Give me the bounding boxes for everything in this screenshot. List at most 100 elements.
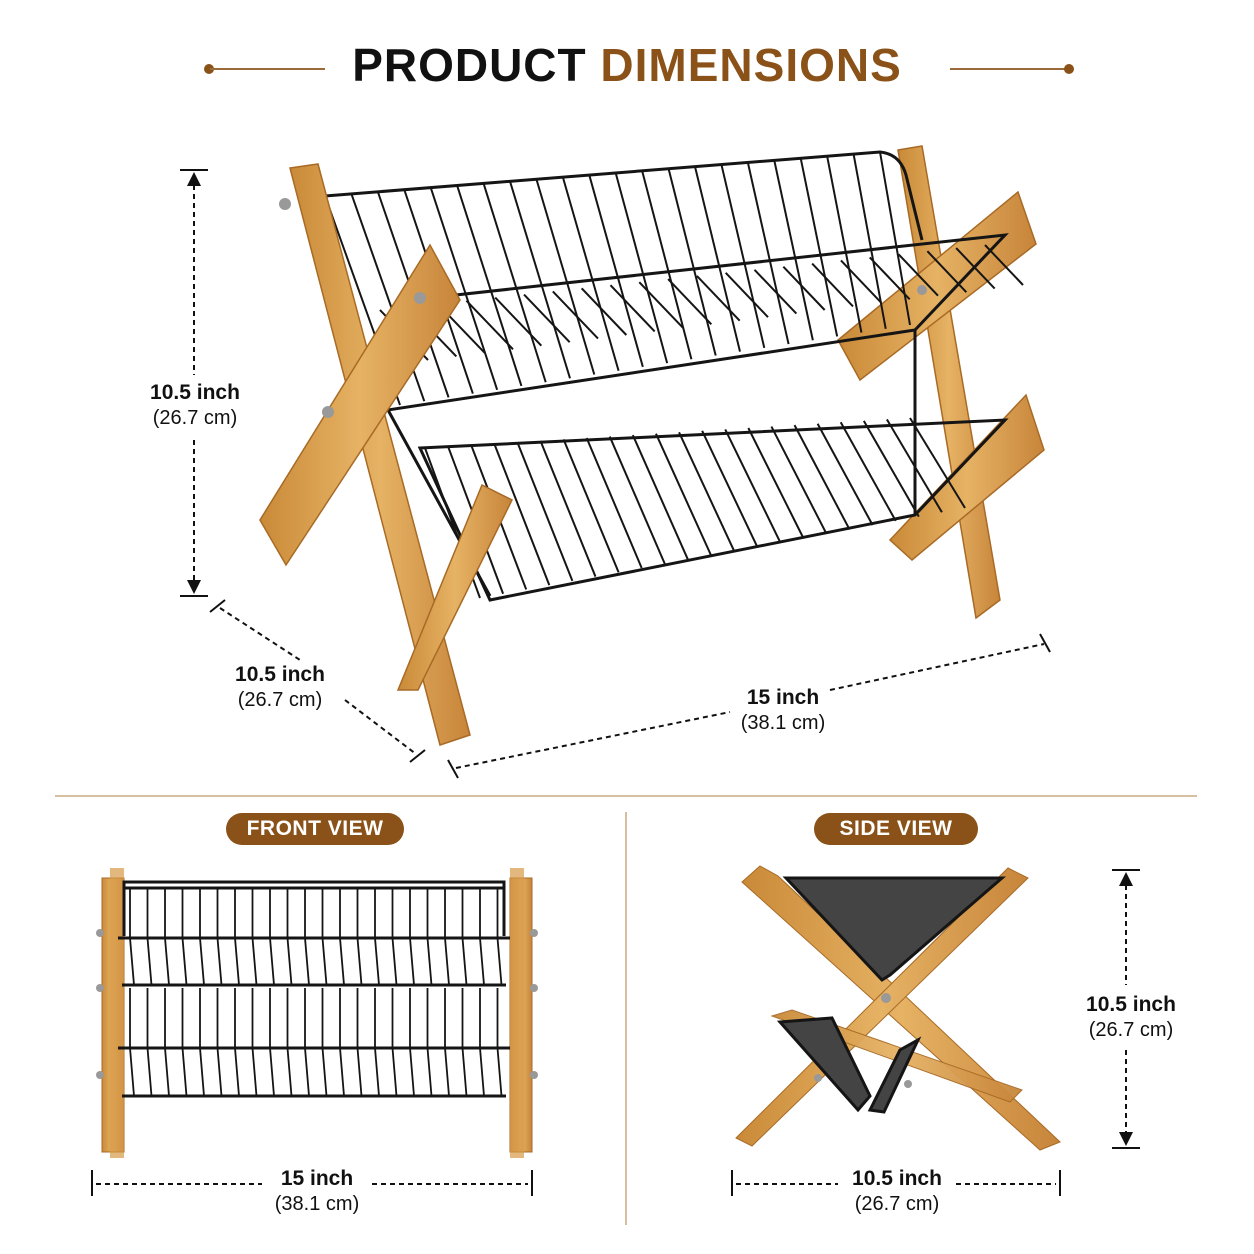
side-width-arrow — [731, 1170, 1061, 1196]
side-height-arrow — [1112, 869, 1140, 1149]
wire — [826, 155, 863, 333]
wire — [701, 430, 759, 548]
side-width-label: 10.5 inch (26.7 cm) — [832, 1166, 962, 1217]
wire — [199, 1047, 205, 1097]
main-height-cm: (26.7 cm) — [152, 407, 238, 430]
side-width-cm: (26.7 cm) — [854, 1193, 940, 1216]
title-right-dot — [1064, 64, 1074, 74]
wire — [523, 293, 571, 343]
wire — [696, 275, 741, 322]
wire — [585, 437, 643, 569]
wire — [720, 164, 766, 349]
wire — [496, 937, 503, 986]
wire — [552, 290, 599, 340]
wire — [181, 1047, 188, 1097]
wire — [339, 1047, 345, 1097]
wire — [269, 937, 275, 986]
main-depth-cm: (26.7 cm) — [237, 689, 323, 712]
wire — [655, 433, 712, 556]
wire — [955, 247, 996, 290]
side-height-cm: (26.7 cm) — [1088, 1019, 1174, 1042]
wire — [869, 256, 911, 300]
wire — [444, 1047, 450, 1097]
wire — [496, 1047, 503, 1097]
wire — [516, 441, 574, 582]
wire — [479, 1047, 485, 1097]
front-width-label: 15 inch (38.1 cm) — [252, 1166, 382, 1217]
wire — [694, 166, 741, 352]
wire — [811, 262, 854, 308]
front-view-image — [96, 868, 538, 1158]
page-title: PRODUCT DIMENSIONS — [0, 38, 1254, 92]
wire — [539, 440, 597, 577]
wire — [608, 436, 666, 565]
wire — [773, 160, 814, 341]
wire — [479, 937, 485, 986]
wire — [129, 937, 135, 986]
main-rack-image — [259, 145, 1045, 746]
wire — [181, 937, 188, 986]
side-view-badge: SIDE VIEW — [814, 813, 978, 845]
wire — [461, 1047, 468, 1097]
main-height-label: 10.5 inch (26.7 cm) — [130, 380, 260, 431]
side-width-inch: 10.5 inch — [852, 1167, 942, 1190]
wire — [562, 439, 620, 573]
wire — [251, 937, 258, 986]
wire — [535, 178, 596, 375]
main-width-inch: 15 inch — [746, 686, 820, 709]
wire — [465, 300, 514, 350]
wire — [909, 417, 966, 509]
wire — [164, 937, 170, 986]
wire — [146, 937, 153, 986]
main-height-arrow — [180, 169, 208, 597]
main-depth-inch: 10.5 inch — [235, 663, 325, 686]
wire — [374, 937, 380, 986]
wire — [631, 434, 689, 560]
wire — [234, 937, 240, 986]
wire — [746, 162, 790, 345]
wire — [984, 244, 1024, 286]
wire — [494, 296, 543, 347]
main-depth-arrow — [209, 599, 426, 763]
wire — [678, 431, 735, 552]
wire — [199, 937, 205, 986]
wire — [356, 1047, 363, 1097]
wire — [339, 937, 345, 986]
wire — [146, 1047, 153, 1097]
side-height-inch: 10.5 inch — [1086, 993, 1176, 1016]
side-view-image — [735, 865, 1061, 1151]
wire — [269, 1047, 275, 1097]
main-height-inch: 10.5 inch — [150, 381, 240, 404]
front-width-cm: (38.1 cm) — [274, 1193, 360, 1216]
wire — [753, 269, 798, 315]
wire — [444, 937, 450, 986]
wire — [799, 158, 839, 337]
wire — [409, 937, 415, 986]
wire — [667, 278, 713, 325]
wire — [840, 259, 883, 304]
wire — [321, 1047, 328, 1097]
wire — [461, 937, 468, 986]
wire — [321, 937, 328, 986]
title-right-rule — [950, 68, 1068, 70]
wire — [609, 284, 656, 333]
wire — [667, 168, 717, 356]
wire — [304, 937, 310, 986]
wire — [782, 265, 826, 311]
wire — [286, 937, 293, 986]
wire — [482, 183, 547, 383]
front-view-badge: FRONT VIEW — [226, 813, 404, 845]
side-height-label: 10.5 inch (26.7 cm) — [1066, 992, 1196, 1043]
wire — [852, 153, 887, 329]
title-left-rule — [210, 68, 325, 70]
wire — [391, 1047, 398, 1097]
front-width-arrow — [91, 1170, 533, 1196]
wire — [839, 421, 897, 522]
main-depth-label: 10.5 inch (26.7 cm) — [215, 662, 345, 713]
wire — [216, 937, 223, 986]
wire — [724, 272, 769, 318]
title-left-dot — [204, 64, 214, 74]
wire — [251, 1047, 258, 1097]
front-width-inch: 15 inch — [280, 1167, 354, 1190]
main-width-label: 15 inch (38.1 cm) — [718, 685, 848, 736]
